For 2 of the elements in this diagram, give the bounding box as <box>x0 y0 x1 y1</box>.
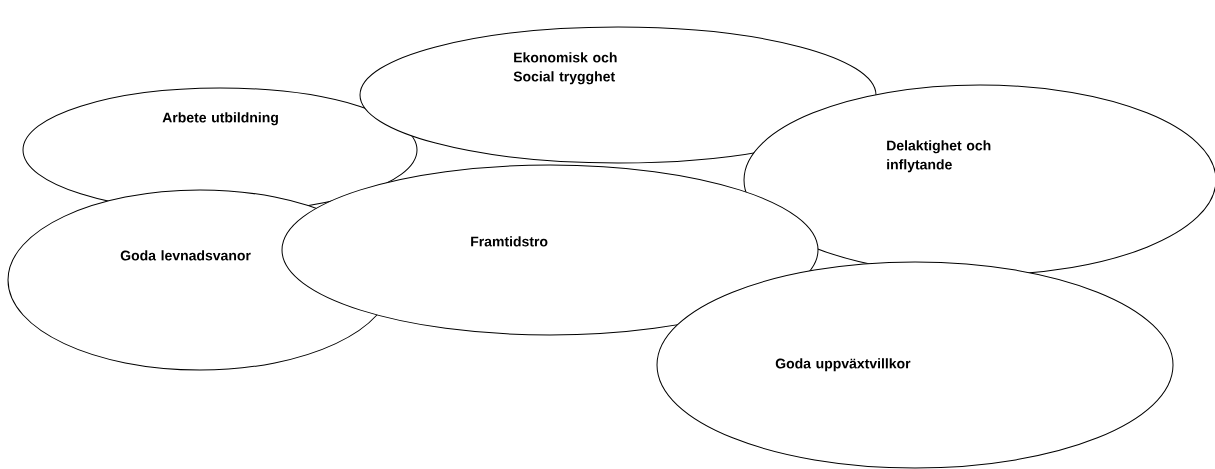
node-label: Goda uppväxtvillkor <box>775 358 911 372</box>
node-label: Delaktighet och inflytande <box>887 140 991 173</box>
